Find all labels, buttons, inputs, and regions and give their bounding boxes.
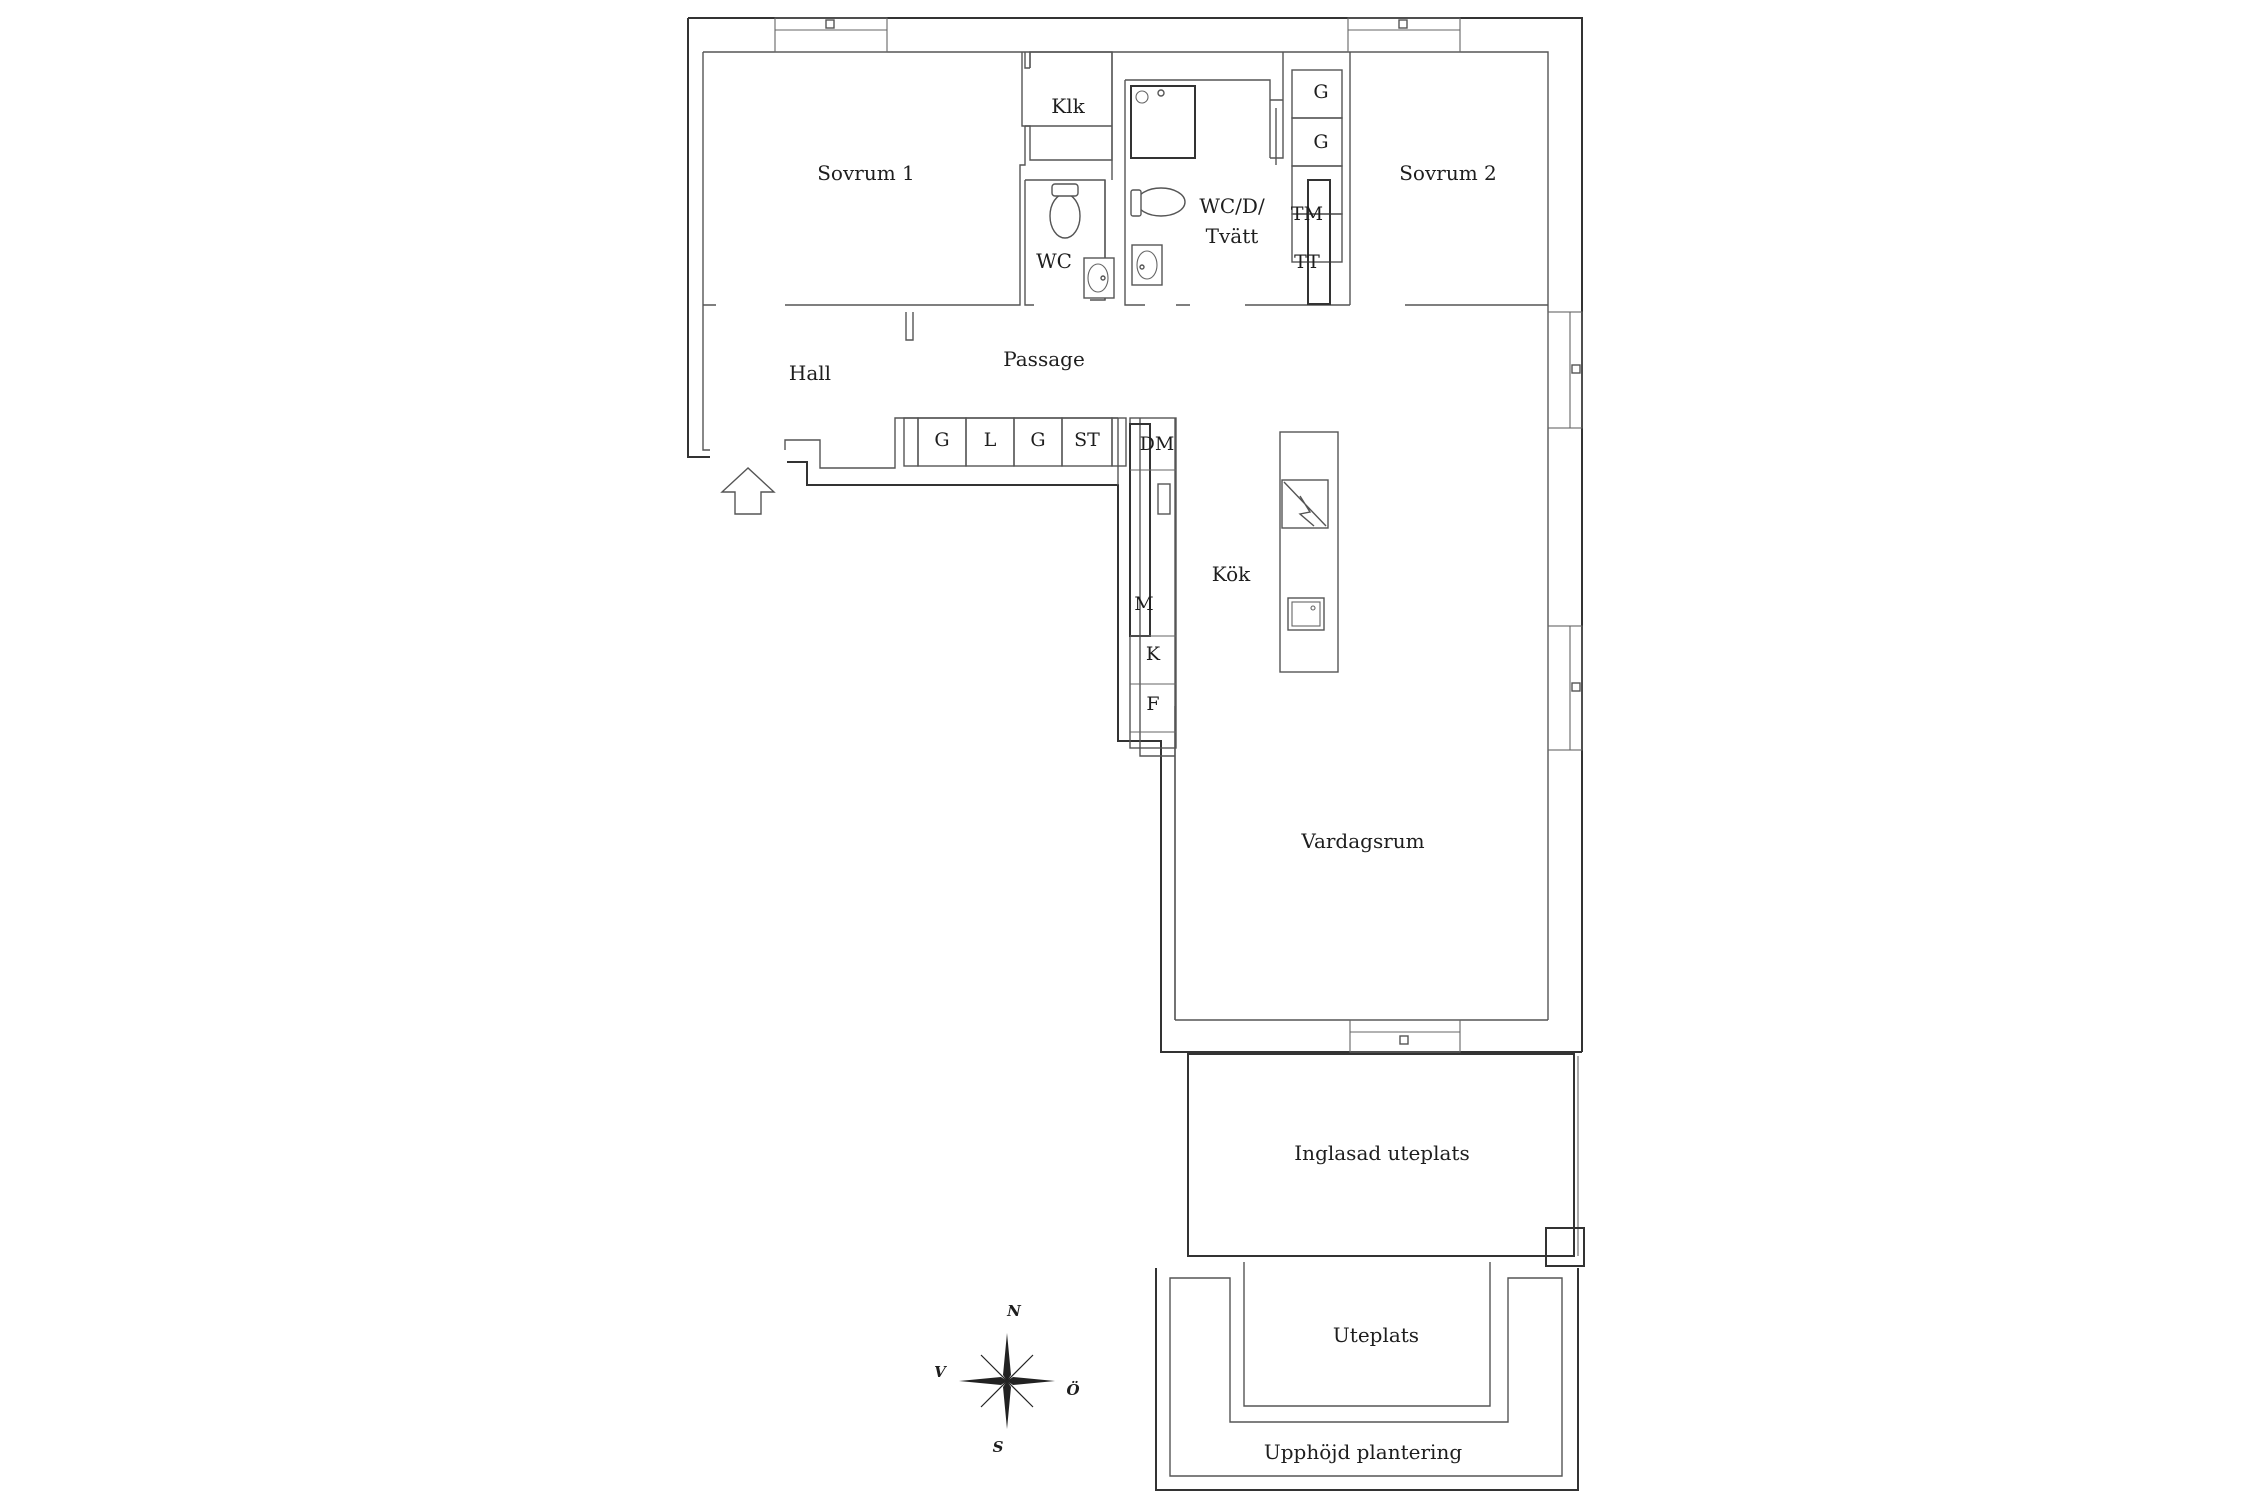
compass-s: S xyxy=(993,1438,1004,1456)
compass-v: V xyxy=(934,1363,947,1381)
compass-o: Ö xyxy=(1066,1380,1079,1399)
unit-hall-st: ST xyxy=(1074,429,1100,451)
unit-f: F xyxy=(1146,693,1159,715)
unit-tm: TM xyxy=(1291,203,1323,225)
kitchen-counter xyxy=(1129,417,1177,749)
compass-rose-icon xyxy=(959,1333,1055,1429)
unit-g-2: G xyxy=(1313,131,1328,153)
room-wc: WC xyxy=(1036,249,1072,273)
unit-labels: G G TM TT G L G ST DM M K F xyxy=(934,81,1328,715)
entrance-arrow xyxy=(720,467,776,515)
room-hall: Hall xyxy=(789,361,831,385)
room-passage: Passage xyxy=(1003,347,1085,371)
uteplats xyxy=(1155,1262,1579,1491)
sanitary xyxy=(1049,85,1196,299)
unit-hall-g-1: G xyxy=(934,429,949,451)
room-inglasad-uteplats: Inglasad uteplats xyxy=(1294,1141,1469,1165)
unit-tt: TT xyxy=(1294,251,1320,273)
windows xyxy=(774,17,1583,1053)
room-uteplats: Uteplats xyxy=(1333,1323,1419,1347)
unit-hall-g-2: G xyxy=(1030,429,1045,451)
room-kok: Kök xyxy=(1212,562,1251,586)
unit-m: M xyxy=(1134,593,1153,615)
room-sovrum-2: Sovrum 2 xyxy=(1399,161,1497,185)
compass-n: N xyxy=(1006,1302,1022,1320)
unit-g-1: G xyxy=(1313,81,1328,103)
room-vardagsrum: Vardagsrum xyxy=(1300,829,1424,853)
room-labels: Sovrum 1 Klk WC WC/D/ Tvätt Sovrum 2 Hal… xyxy=(789,94,1497,1464)
interior-walls xyxy=(702,51,1548,1020)
room-wc-d-tvatt-1: WC/D/ xyxy=(1199,194,1265,218)
kitchen-island xyxy=(1279,431,1339,673)
room-upphojd-plantering: Upphöjd plantering xyxy=(1264,1440,1462,1464)
unit-hall-l: L xyxy=(984,429,997,451)
inglasad-uteplats xyxy=(1187,1053,1585,1267)
unit-k: K xyxy=(1146,643,1161,665)
unit-dm: DM xyxy=(1140,433,1175,455)
hall-storage xyxy=(903,417,1127,467)
room-klk: Klk xyxy=(1051,94,1085,118)
tvatt-storage xyxy=(1275,69,1343,305)
room-wc-d-tvatt-2: Tvätt xyxy=(1206,224,1259,248)
room-sovrum-1: Sovrum 1 xyxy=(817,161,915,185)
